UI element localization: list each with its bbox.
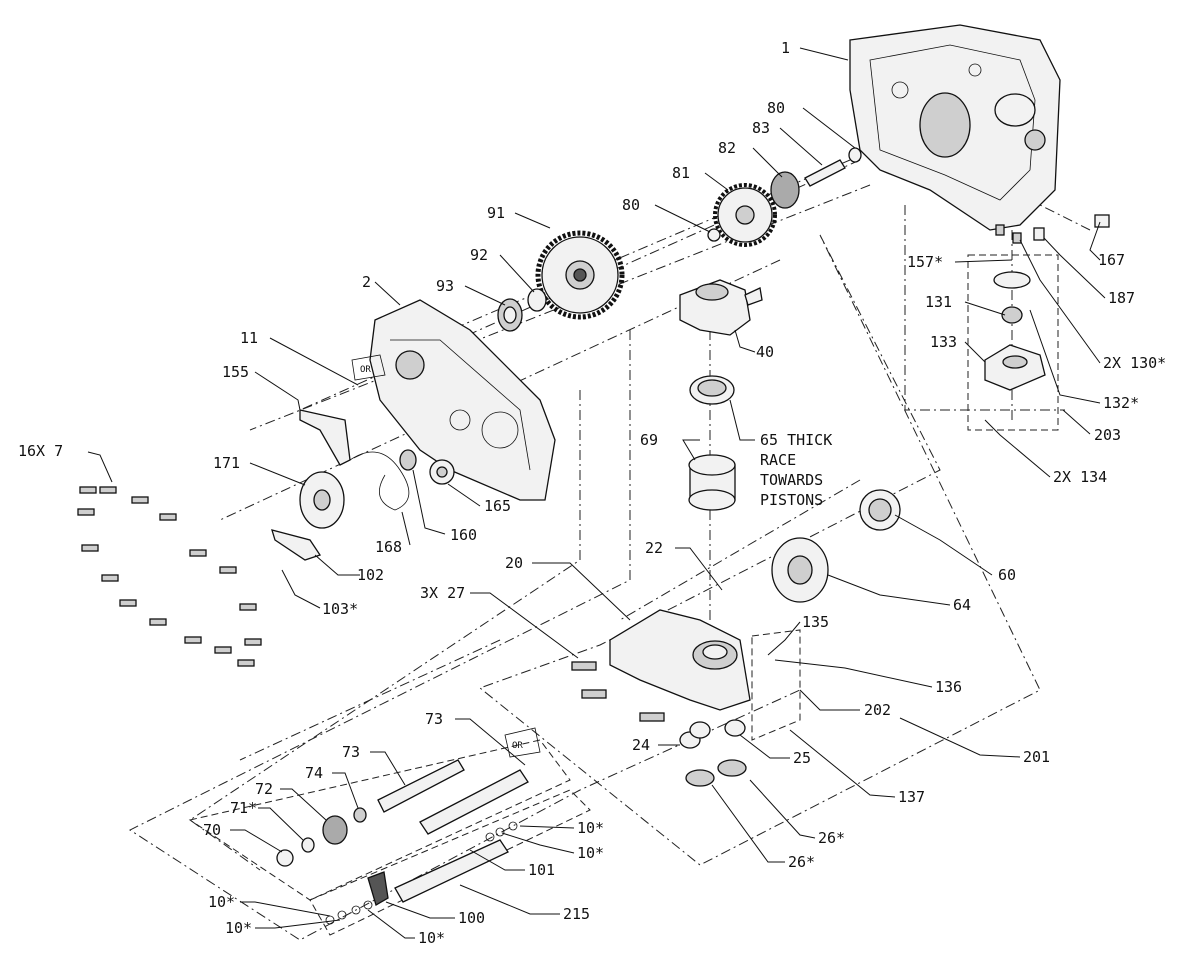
side-cover-part-2 <box>369 299 556 501</box>
label-26-lower: 26* <box>788 853 815 871</box>
race-65 <box>689 375 735 405</box>
label-131: 131 <box>925 293 952 311</box>
label-73-lower: 73 <box>342 743 360 761</box>
label-201: 201 <box>1023 748 1050 766</box>
label-22: 22 <box>645 539 663 557</box>
label-73-upper: 73 <box>425 710 443 728</box>
label-65-line4: PISTONS <box>760 491 823 509</box>
label-71: 71* <box>230 799 257 817</box>
label-134: 2X 134 <box>1053 468 1107 486</box>
label-157: 157* <box>907 253 943 271</box>
shaft-83 <box>804 159 846 187</box>
label-25: 25 <box>793 749 811 767</box>
label-80-upper: 80 <box>767 99 785 117</box>
cylinder-69 <box>688 454 736 511</box>
label-136: 136 <box>935 678 962 696</box>
label-74: 74 <box>305 764 323 782</box>
label-202: 202 <box>864 701 891 719</box>
label-24: 24 <box>632 736 650 754</box>
pulley-171 <box>299 471 345 529</box>
rotation-stamp-lower: OR <box>504 727 541 758</box>
label-203: 203 <box>1094 426 1121 444</box>
label-160: 160 <box>450 526 477 544</box>
rotation-stamp-upper: OR <box>351 354 386 381</box>
label-69: 69 <box>640 431 658 449</box>
label-11: 11 <box>240 329 258 347</box>
label-16x7: 16X 7 <box>18 442 63 460</box>
label-187: 187 <box>1108 289 1135 307</box>
label-65-line2: RACE <box>760 451 796 469</box>
label-167: 167 <box>1098 251 1125 269</box>
spring-168 <box>349 451 410 511</box>
label-100: 100 <box>458 909 485 927</box>
label-132: 132* <box>1103 394 1139 412</box>
label-10-e: 10* <box>418 929 445 947</box>
gear-72-parts <box>276 815 348 867</box>
label-1: 1 <box>781 39 790 57</box>
gear-91 <box>535 230 625 320</box>
label-103: 103* <box>322 600 358 618</box>
label-72: 72 <box>255 780 273 798</box>
label-137: 137 <box>898 788 925 806</box>
label-60: 60 <box>998 566 1016 584</box>
label-3x27: 3X 27 <box>420 584 465 602</box>
arm-155 <box>299 409 351 466</box>
label-135: 135 <box>802 613 829 631</box>
label-93: 93 <box>436 277 454 295</box>
label-81: 81 <box>672 164 690 182</box>
label-64: 64 <box>953 596 971 614</box>
stamp-text-upper: OR <box>360 365 371 375</box>
stamp-text-lower: OR <box>512 741 523 751</box>
bolts-27 <box>571 661 665 722</box>
axle-215 <box>367 839 509 906</box>
label-10-a: 10* <box>577 819 604 837</box>
seals-160-165 <box>399 449 455 485</box>
housing-203-parts <box>984 214 1110 391</box>
label-70: 70 <box>203 821 221 839</box>
label-10-b: 10* <box>577 844 604 862</box>
label-26-upper: 26* <box>818 829 845 847</box>
clips-10 <box>325 821 518 925</box>
label-171: 171 <box>213 454 240 472</box>
label-80-lower: 80 <box>622 196 640 214</box>
label-83: 83 <box>752 119 770 137</box>
lever-102 <box>271 529 322 561</box>
label-102: 102 <box>357 566 384 584</box>
leader-lines <box>87 47 1106 939</box>
label-2: 2 <box>362 273 371 291</box>
label-65-line3: TOWARDS <box>760 471 823 489</box>
center-section-20 <box>609 609 751 711</box>
label-10-d: 10* <box>225 919 252 937</box>
shafts-73 <box>353 759 529 835</box>
valves-24-25-26 <box>679 719 747 787</box>
label-82: 82 <box>718 139 736 157</box>
label-133: 133 <box>930 333 957 351</box>
bolts-7 <box>77 486 262 667</box>
label-155: 155 <box>222 363 249 381</box>
washers-80 <box>707 147 862 242</box>
housing-part-1 <box>849 24 1061 231</box>
bearing-60 <box>859 489 901 531</box>
label-101: 101 <box>528 861 555 879</box>
gear-81 <box>713 183 777 247</box>
label-215: 215 <box>563 905 590 923</box>
label-92: 92 <box>470 246 488 264</box>
label-40: 40 <box>756 343 774 361</box>
label-168: 168 <box>375 538 402 556</box>
gear-82 <box>770 171 800 209</box>
label-91: 91 <box>487 204 505 222</box>
label-10-c: 10* <box>208 893 235 911</box>
cylinder-64 <box>771 537 829 603</box>
label-65-line1: 65 THICK <box>760 431 832 449</box>
bearing-92-93 <box>497 288 547 332</box>
label-165: 165 <box>484 497 511 515</box>
label-20: 20 <box>505 554 523 572</box>
part-labels: 1 80 83 82 81 80 91 92 93 2 11 155 16X 7… <box>18 39 1166 947</box>
block-40 <box>679 279 763 336</box>
label-130: 2X 130* <box>1103 354 1166 372</box>
